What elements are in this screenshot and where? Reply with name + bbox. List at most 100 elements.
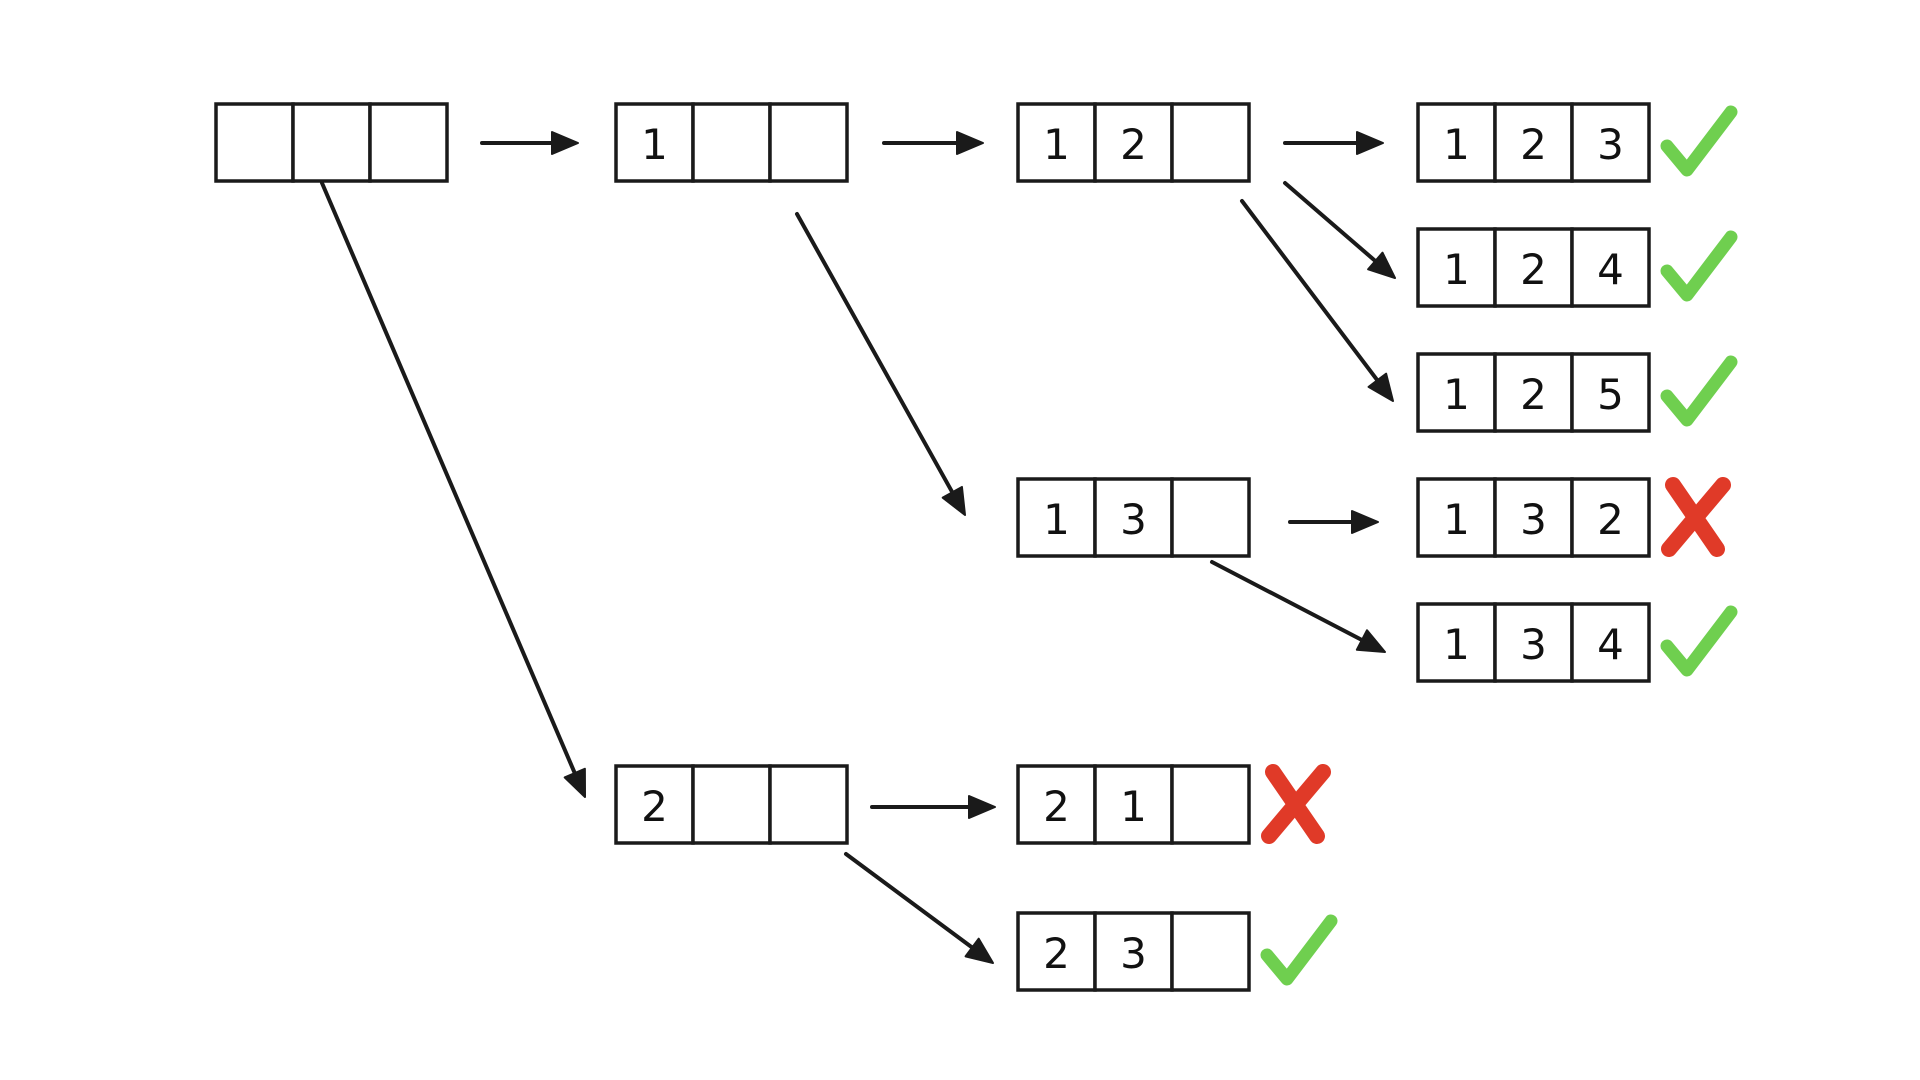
array-cell [291, 102, 372, 183]
cell-value: 1 [1443, 495, 1470, 544]
arrowhead [1356, 131, 1384, 155]
array-cell [691, 764, 772, 845]
array-cell [1093, 764, 1174, 845]
arrow-n1-to-n12 [882, 131, 984, 155]
cell-value: 2 [641, 782, 668, 831]
arrow-root-to-n1 [480, 131, 579, 155]
cell-value: 2 [1120, 120, 1147, 169]
array-cell [1570, 477, 1651, 558]
arrow-line [1210, 560, 1368, 644]
array-cell [1570, 102, 1651, 183]
cell-value: 2 [1520, 370, 1547, 419]
arrowhead [964, 937, 994, 964]
arrow-n12-to-n124 [1283, 181, 1396, 279]
array-cell [768, 102, 849, 183]
array-cell [1493, 352, 1574, 433]
arrowhead [1351, 510, 1379, 534]
cell-value: 1 [1043, 495, 1070, 544]
cross-icon [1661, 477, 1731, 557]
array-node-n125: 1 2 5 [1416, 352, 1651, 433]
cell-value: 2 [1597, 495, 1624, 544]
arrowhead [1355, 629, 1386, 653]
edges-layer [320, 131, 1396, 964]
cross-stroke [1661, 477, 1731, 557]
array-node-root [214, 102, 449, 183]
cell-value: 2 [1043, 929, 1070, 978]
array-node-n123: 1 2 3 [1416, 102, 1651, 183]
array-cell [691, 102, 772, 183]
array-cell [1493, 602, 1574, 683]
cell-value: 3 [1520, 620, 1547, 669]
arrowhead [956, 131, 984, 155]
arrow-line [320, 181, 579, 779]
arrowhead [1367, 372, 1394, 402]
array-cell [1170, 477, 1251, 558]
arrowhead [563, 767, 586, 798]
arrow-line [1240, 199, 1382, 386]
arrow-n13-to-n134 [1210, 560, 1386, 653]
array-cell [1570, 227, 1651, 308]
array-cell [1016, 764, 1097, 845]
arrow-root-to-n2 [320, 181, 586, 798]
cross-stroke [1261, 764, 1331, 844]
array-node-n2: 2 [614, 764, 849, 845]
cell-value: 2 [1520, 245, 1547, 294]
arrow-n13-to-n132 [1288, 510, 1379, 534]
array-cell [1093, 477, 1174, 558]
arrow-n12-to-n123 [1283, 131, 1384, 155]
cell-value: 1 [1443, 370, 1470, 419]
cell-value: 1 [1443, 620, 1470, 669]
arrowhead [551, 131, 579, 155]
arrow-line [795, 212, 957, 498]
array-node-n134: 1 3 4 [1416, 602, 1651, 683]
arrowhead [968, 795, 996, 819]
marks-layer [1260, 105, 1738, 986]
array-cell [1493, 227, 1574, 308]
cell-value: 3 [1520, 495, 1547, 544]
cell-value: 3 [1120, 929, 1147, 978]
cell-value: 2 [1520, 120, 1547, 169]
arrow-line [844, 852, 978, 952]
array-cell [768, 764, 849, 845]
array-cell [1570, 602, 1651, 683]
cell-value: 1 [1443, 245, 1470, 294]
array-node-n1: 1 [614, 102, 849, 183]
array-cell [1493, 477, 1574, 558]
array-cell [368, 102, 449, 183]
array-cell [1016, 477, 1097, 558]
array-cell [1416, 602, 1497, 683]
array-cell [214, 102, 295, 183]
arrow-n12-to-n125 [1240, 199, 1394, 402]
array-node-n132: 1 3 2 [1416, 477, 1651, 558]
arrowhead [1367, 251, 1396, 279]
array-cell [1170, 102, 1251, 183]
cell-value: 2 [1043, 782, 1070, 831]
arrowhead [941, 485, 966, 516]
array-cell [1170, 764, 1251, 845]
check-icon [1660, 105, 1738, 177]
cell-value: 4 [1597, 620, 1624, 669]
arrow-line [1283, 181, 1381, 266]
cell-value: 1 [641, 120, 668, 169]
check-icon [1660, 605, 1738, 677]
array-cell [1416, 227, 1497, 308]
cell-value: 1 [1443, 120, 1470, 169]
array-cell [1416, 352, 1497, 433]
array-cell [1570, 352, 1651, 433]
cell-value: 4 [1597, 245, 1624, 294]
cell-value: 3 [1597, 120, 1624, 169]
check-icon [1660, 230, 1738, 302]
array-cell [1493, 102, 1574, 183]
cell-value: 3 [1120, 495, 1147, 544]
arrow-n2-to-n23 [844, 852, 994, 964]
cross-icon [1261, 764, 1331, 844]
cell-value: 1 [1043, 120, 1070, 169]
check-icon [1260, 914, 1338, 986]
cell-value: 5 [1597, 370, 1624, 419]
array-cell [1170, 911, 1251, 992]
